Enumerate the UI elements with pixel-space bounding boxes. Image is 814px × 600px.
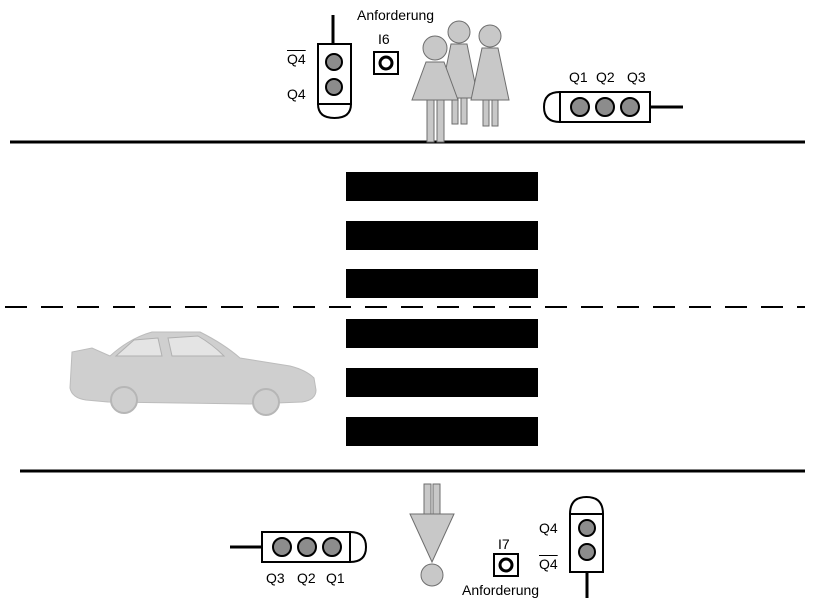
signal-lamp — [322, 537, 342, 557]
signal-lamp — [620, 97, 640, 117]
down-arrow-icon — [409, 483, 455, 587]
q4-label-top: Q4 — [287, 86, 306, 102]
signal-lamp — [578, 543, 596, 561]
signal-lamp — [325, 78, 343, 96]
signal-lamp — [297, 537, 317, 557]
traffic-light-icon — [316, 15, 353, 120]
input-label-i6: I6 — [378, 31, 390, 47]
q2-label-top: Q2 — [596, 69, 615, 85]
zebra-stripe — [346, 319, 538, 348]
zebra-stripe — [346, 172, 538, 201]
signal-lamp — [325, 53, 343, 71]
traffic-light-icon — [542, 90, 683, 124]
zebra-stripe — [346, 417, 538, 446]
q4-negated-label-bottom: Q4 — [539, 556, 558, 572]
q3-label-bottom: Q3 — [266, 570, 285, 586]
q1-label-top: Q1 — [569, 69, 588, 85]
zebra-crossing — [346, 172, 538, 446]
signal-lamp — [595, 97, 615, 117]
signal-lamp — [272, 537, 292, 557]
q4-label-bottom: Q4 — [539, 520, 558, 536]
car-icon — [69, 331, 317, 416]
input-label-i7: I7 — [498, 536, 510, 552]
q1-label-bottom: Q1 — [326, 570, 345, 586]
zebra-stripe — [346, 221, 538, 250]
signal-lamp — [570, 97, 590, 117]
traffic-light-icon — [568, 495, 605, 598]
traffic-light-icon — [230, 530, 368, 564]
pedestrian-group-icon — [411, 20, 510, 143]
request-button-icon — [493, 553, 519, 577]
zebra-stripe — [346, 269, 538, 298]
request-label-top: Anforderung — [357, 7, 435, 23]
request-button-icon — [373, 51, 399, 75]
request-label-bottom: Anforderung — [462, 582, 540, 598]
q2-label-bottom: Q2 — [297, 570, 316, 586]
signal-lamp — [578, 519, 596, 537]
q4-negated-label-top: Q4 — [287, 51, 306, 67]
q3-label-top: Q3 — [627, 69, 646, 85]
zebra-stripe — [346, 368, 538, 397]
